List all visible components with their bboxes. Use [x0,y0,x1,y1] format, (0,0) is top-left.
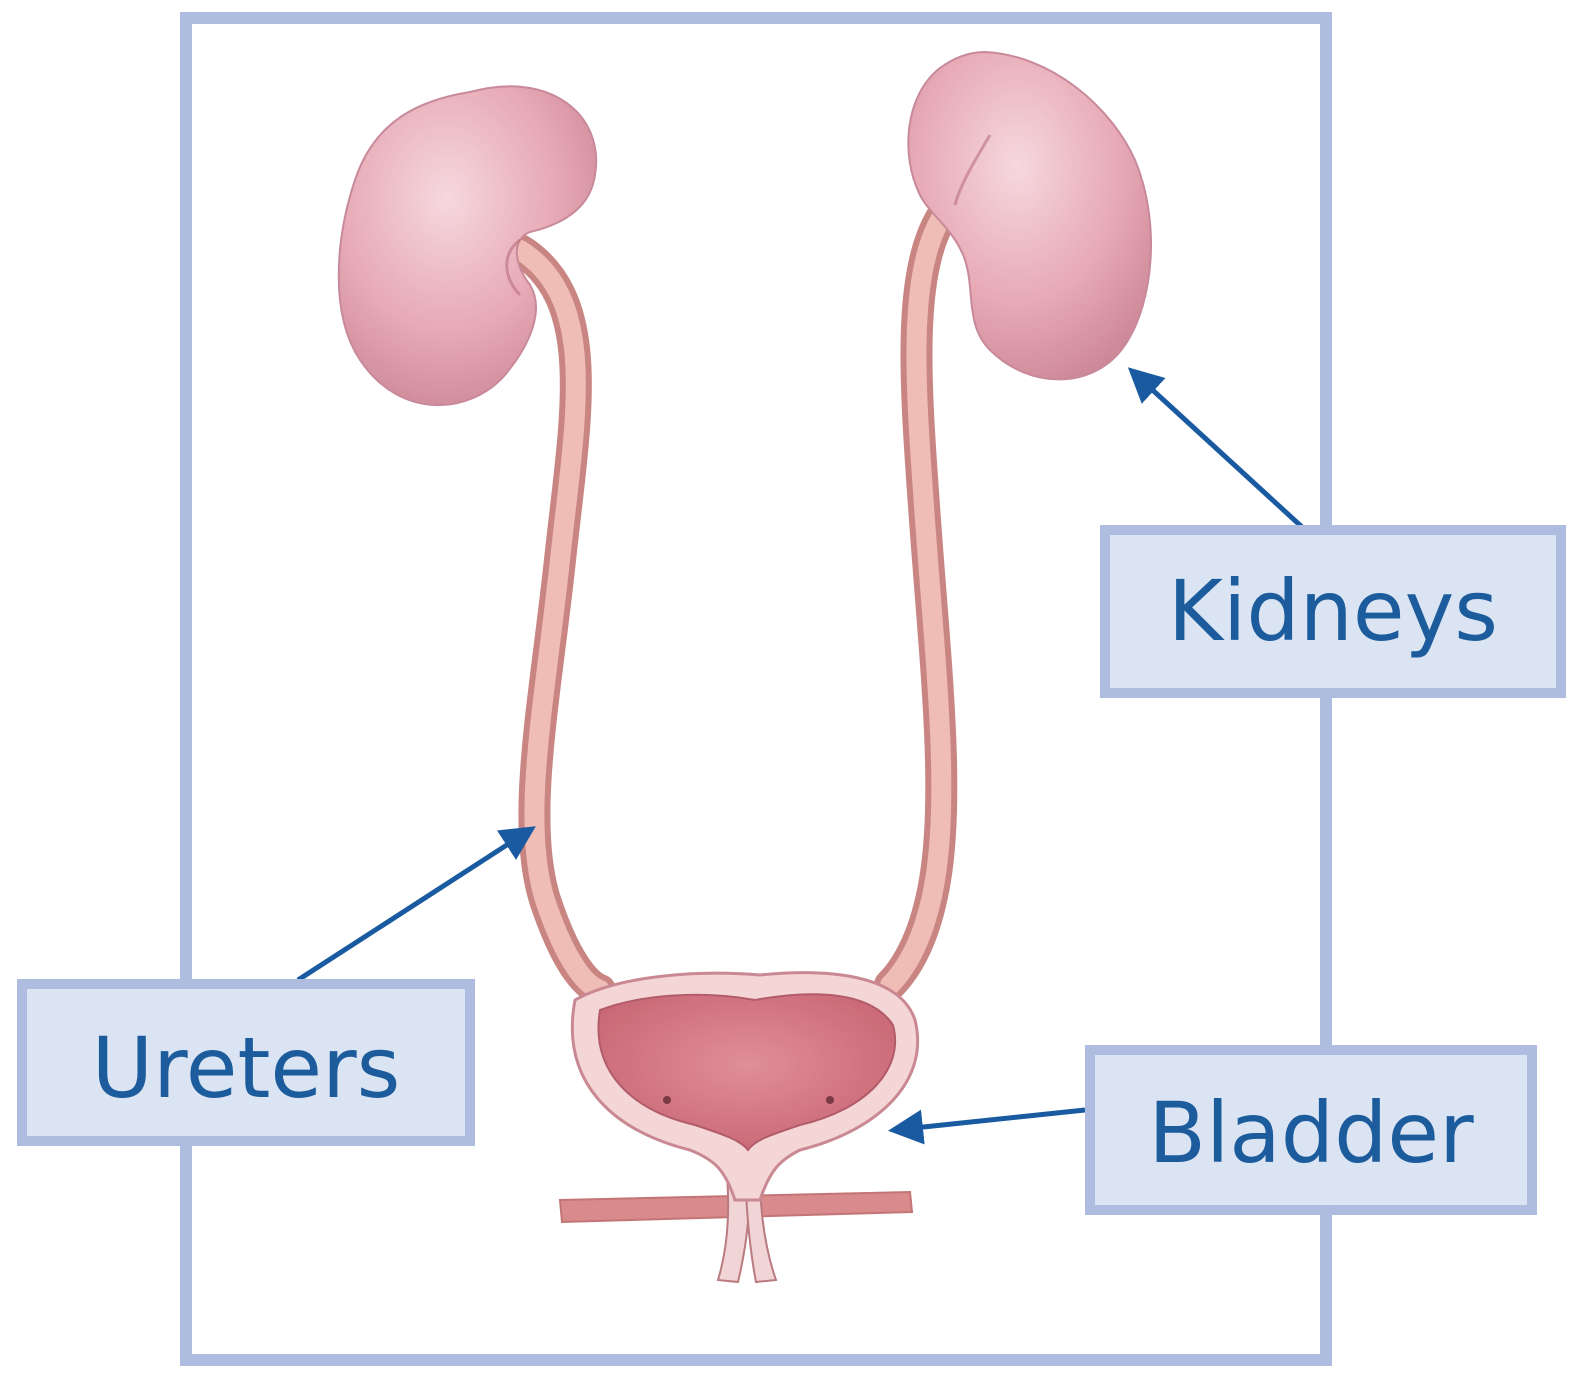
bladder-label-box: Bladder [1090,1050,1532,1210]
kidneys-label: Kidneys [1168,562,1498,660]
ureters-label-box: Ureters [22,984,470,1141]
bladder-label: Bladder [1148,1084,1474,1182]
left-kidney [339,86,596,405]
kidneys-label-box: Kidneys [1105,530,1561,693]
ureters-arrow [298,830,530,980]
right-kidney [908,52,1151,379]
bladder-arrow [895,1110,1085,1130]
bladder [572,973,917,1200]
ureters-label: Ureters [92,1019,401,1117]
kidneys-arrow [1133,372,1302,527]
